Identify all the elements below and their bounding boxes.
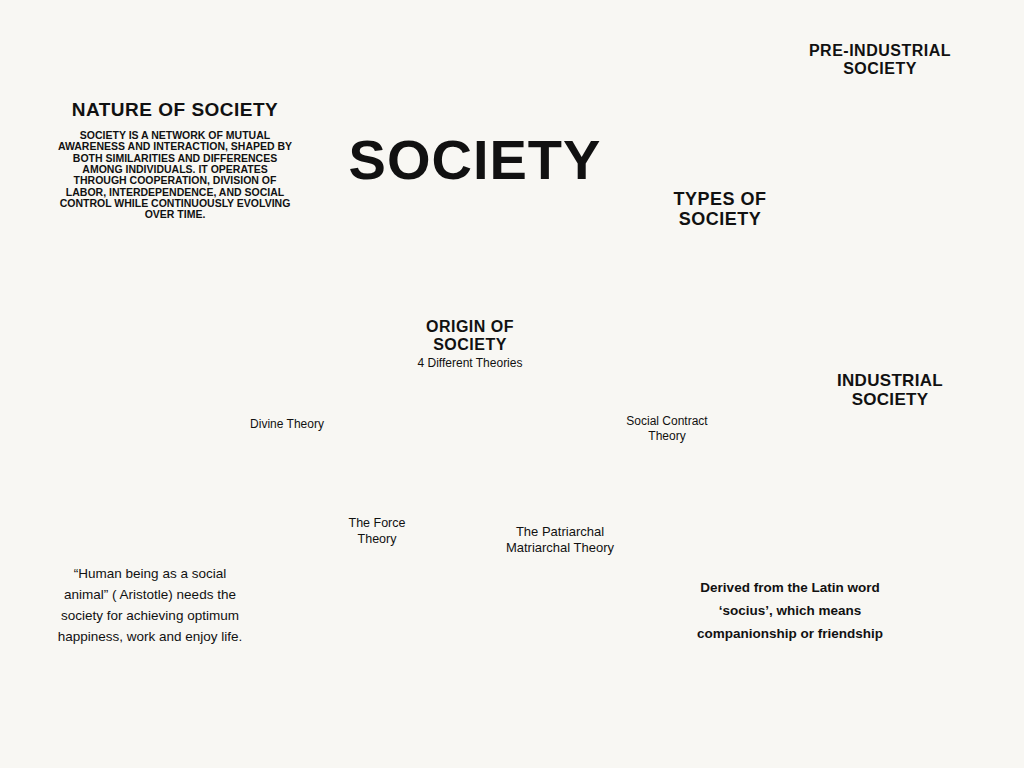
node-heading: Divine Theory xyxy=(241,417,333,431)
topic-circle: ORIGIN OF SOCIETY 4 Different Theories xyxy=(360,290,580,510)
fist-icon xyxy=(362,556,396,614)
text-box: TYPES OF SOCIETY xyxy=(645,190,795,230)
bust-icon xyxy=(840,88,920,182)
scales-icon xyxy=(517,565,603,632)
topic-circle: Social Contract Theory xyxy=(605,398,729,522)
text-box: The Patriarchal Matriarchal Theory xyxy=(496,524,624,557)
circle-shape xyxy=(610,155,830,375)
node-heading: ORIGIN OF SOCIETY xyxy=(400,318,540,353)
circle-shape xyxy=(780,10,980,210)
top-hat-icon xyxy=(844,417,936,506)
circle-fill xyxy=(605,398,729,522)
connector-line xyxy=(573,202,621,222)
node-heading: PRE-INDUSTRIAL SOCIETY xyxy=(808,42,953,77)
node-heading: NATURE OF SOCIETY xyxy=(55,100,295,120)
topic-blob: SOCIETY xyxy=(325,85,625,235)
connector-line xyxy=(796,341,831,376)
circle-fill xyxy=(40,60,310,330)
node-body: 4 Different Theories xyxy=(400,357,540,371)
topic-circle: Derived from the Latin word ‘socius’, wh… xyxy=(670,515,910,755)
node-heading: TYPES OF SOCIETY xyxy=(645,190,795,230)
circle-fill xyxy=(780,10,980,210)
node-heading: INDUSTRIAL SOCIETY xyxy=(826,372,954,409)
text-box: INDUSTRIAL SOCIETY xyxy=(826,372,954,409)
circle-fill xyxy=(485,500,635,650)
aristotle-portrait xyxy=(261,630,385,750)
connector-line xyxy=(519,496,526,510)
connector-line xyxy=(307,175,349,180)
text-box: Divine Theory xyxy=(241,417,333,431)
topic-circle: NATURE OF SOCIETY SOCIETY IS A NETWORK OF… xyxy=(40,60,310,330)
connector-line xyxy=(472,224,473,292)
angel-icon xyxy=(248,444,326,496)
text-box: SOCIETY xyxy=(335,131,615,190)
topic-circle: “Human being as a social animal” ( Arist… xyxy=(30,500,270,740)
text-box: “Human being as a social animal” ( Arist… xyxy=(50,564,250,648)
topic-circle: INDUSTRIAL SOCIETY xyxy=(805,350,975,520)
people-icon xyxy=(657,248,783,324)
text-box: The Force Theory xyxy=(336,516,418,547)
topic-circle: PRE-INDUSTRIAL SOCIETY xyxy=(780,10,980,210)
circle-fill xyxy=(805,350,975,520)
text-box: PRE-INDUSTRIAL SOCIETY xyxy=(808,42,953,77)
topic-circle: The Force Theory xyxy=(315,498,439,622)
node-body: SOCIETY IS A NETWORK OF MUTUAL AWARENESS… xyxy=(55,130,295,221)
connector-line xyxy=(343,431,367,438)
node-heading: Social Contract Theory xyxy=(618,414,716,444)
node-heading: The Patriarchal Matriarchal Theory xyxy=(496,524,624,557)
circle-fill xyxy=(360,290,580,510)
text-box: NATURE OF SOCIETY SOCIETY IS A NETWORK OF… xyxy=(55,100,295,221)
node-heading: SOCIETY xyxy=(335,131,615,190)
circle-shape xyxy=(227,395,347,515)
topic-circle: The Patriarchal Matriarchal Theory xyxy=(485,500,635,650)
text-box: Social Contract Theory xyxy=(618,414,716,444)
lightbulb-icon xyxy=(420,386,520,486)
node-heading: Derived from the Latin word ‘socius’, wh… xyxy=(695,577,885,646)
topic-circle: Divine Theory xyxy=(227,395,347,515)
connector-line xyxy=(515,221,790,517)
circle-fill xyxy=(670,515,910,755)
circle-fill xyxy=(315,498,439,622)
circle-fill xyxy=(610,155,830,375)
topic-circle: TYPES OF SOCIETY xyxy=(610,155,830,375)
text-box: Derived from the Latin word ‘socius’, wh… xyxy=(695,577,885,646)
text-box: ORIGIN OF SOCIETY 4 Different Theories xyxy=(400,318,540,371)
circle-fill xyxy=(227,395,347,515)
connector-line xyxy=(150,221,435,502)
node-heading: “Human being as a social animal” ( Arist… xyxy=(50,564,250,648)
brain-bulb-icon xyxy=(560,645,678,755)
group-icon xyxy=(632,454,702,506)
connector-line xyxy=(573,431,609,442)
node-heading: The Force Theory xyxy=(336,516,418,547)
circle-shape xyxy=(485,500,635,650)
connector-line xyxy=(407,493,416,508)
circle-fill xyxy=(30,500,270,740)
connector-line xyxy=(798,178,810,190)
